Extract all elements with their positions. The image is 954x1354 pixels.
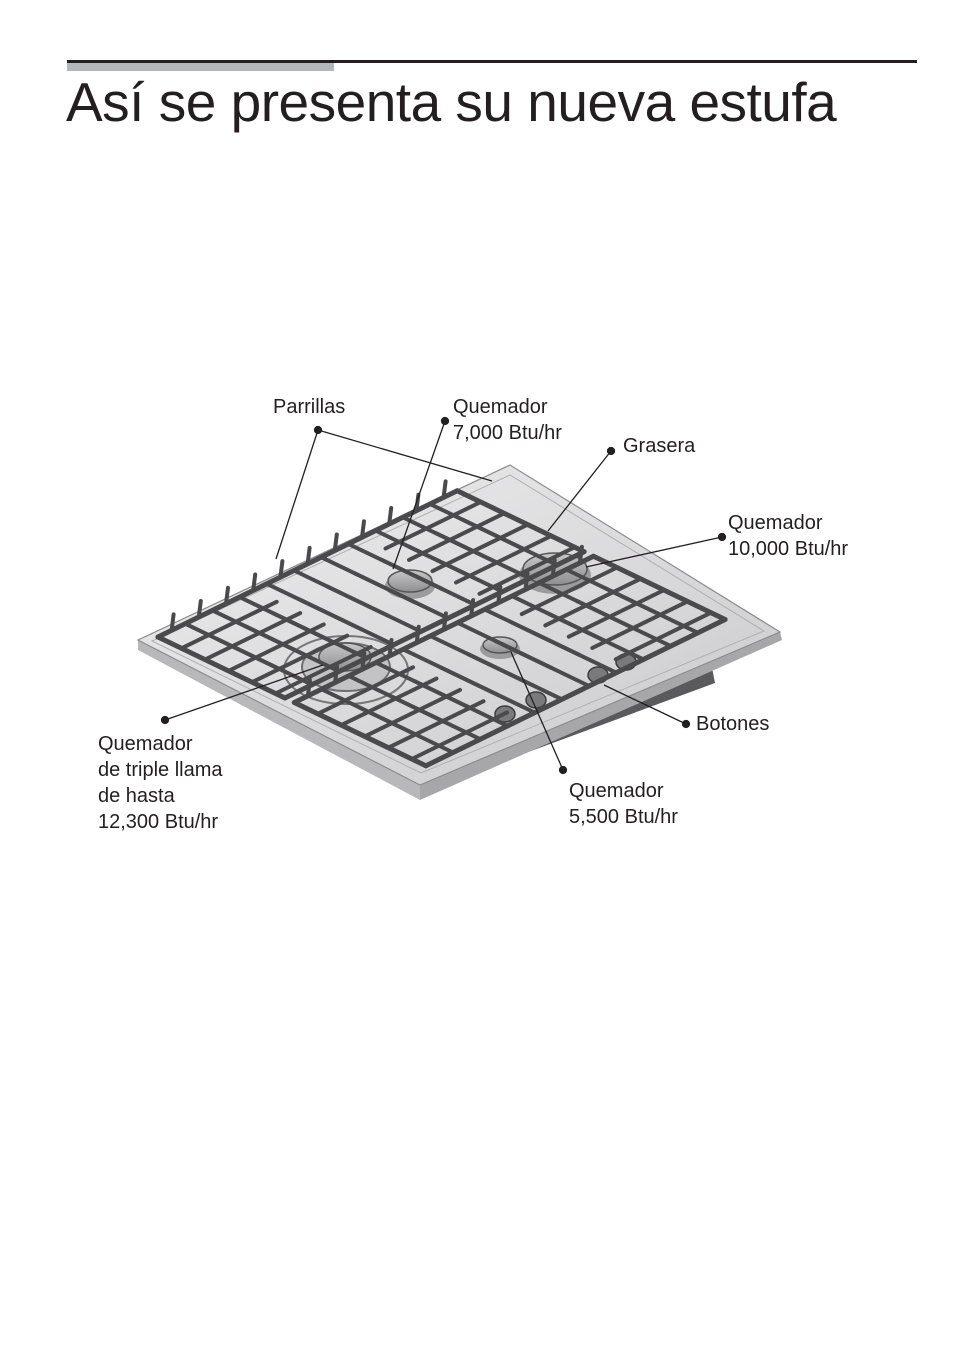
label-burner-triple-flame: Quemador de triple llama de hasta 12,300… bbox=[98, 733, 223, 833]
grate-bar bbox=[613, 610, 713, 662]
grate-finger bbox=[332, 532, 339, 553]
grate-bar bbox=[383, 500, 483, 551]
grate-bar bbox=[465, 652, 564, 702]
label-botones: Botones bbox=[696, 713, 770, 735]
title-accent-bar bbox=[67, 63, 334, 71]
grate-bar bbox=[250, 633, 350, 685]
grate-bar bbox=[297, 597, 396, 647]
grate-finger bbox=[278, 559, 285, 580]
label-grasera: Grasera bbox=[623, 435, 696, 457]
grate-finger bbox=[360, 651, 367, 672]
grate-finger bbox=[523, 571, 530, 592]
grate-bar bbox=[203, 611, 303, 662]
grate-bar bbox=[315, 665, 415, 716]
grate-finger bbox=[577, 544, 584, 565]
page-title: Así se presenta su nueva estufa bbox=[66, 71, 837, 133]
grate-finger bbox=[196, 599, 203, 619]
grate-finger bbox=[441, 479, 448, 500]
grate-finger bbox=[305, 545, 312, 566]
grate-bar bbox=[324, 584, 423, 634]
grate-bar bbox=[379, 557, 478, 607]
grate-bar bbox=[352, 571, 451, 621]
cooktop-grates bbox=[155, 479, 728, 769]
grate-frame bbox=[454, 488, 587, 555]
grate-bar bbox=[520, 625, 619, 675]
label-burner-10000: Quemador 10,000 Btu/hr bbox=[728, 512, 849, 560]
grate-finger bbox=[441, 611, 448, 632]
grate-bar bbox=[362, 687, 462, 739]
grate-bar bbox=[409, 710, 509, 761]
grate-finger bbox=[496, 584, 503, 605]
grate-bar bbox=[566, 588, 666, 639]
grate-frame bbox=[423, 617, 728, 769]
grate-finger bbox=[387, 506, 394, 526]
grate-bar bbox=[493, 638, 592, 688]
grate-finger bbox=[251, 572, 258, 593]
label-burner-5500: Quemador 5,500 Btu/hr bbox=[569, 780, 678, 828]
grate-bar bbox=[407, 511, 507, 562]
grate-finger bbox=[360, 519, 366, 540]
grate-finger bbox=[169, 612, 176, 633]
grate-finger bbox=[387, 638, 394, 658]
grate-bar bbox=[477, 545, 577, 596]
grate-bar bbox=[590, 599, 690, 650]
grate-bar bbox=[386, 699, 486, 750]
label-parrillas: Parrillas bbox=[273, 396, 346, 418]
title-rule bbox=[67, 60, 917, 63]
grate-finger bbox=[414, 624, 421, 645]
grate-bar bbox=[454, 533, 554, 585]
grate-bar bbox=[339, 676, 439, 728]
grate-finger bbox=[224, 585, 230, 606]
label-burner-7000: Quemador 7,000 Btu/hr bbox=[453, 396, 562, 444]
grate-frame bbox=[155, 634, 288, 701]
callout-lines bbox=[160, 416, 727, 775]
grate-bar bbox=[543, 576, 643, 628]
grate-bar bbox=[273, 645, 373, 696]
grate-bar bbox=[179, 599, 279, 651]
grate-finger bbox=[469, 598, 476, 619]
grate-bar bbox=[438, 665, 537, 715]
grate-bar bbox=[519, 565, 619, 617]
grate-bar bbox=[226, 622, 326, 673]
grate-finger bbox=[333, 664, 340, 685]
grate-finger bbox=[550, 558, 557, 579]
grate-finger bbox=[305, 677, 312, 698]
grate-bar bbox=[430, 522, 530, 574]
